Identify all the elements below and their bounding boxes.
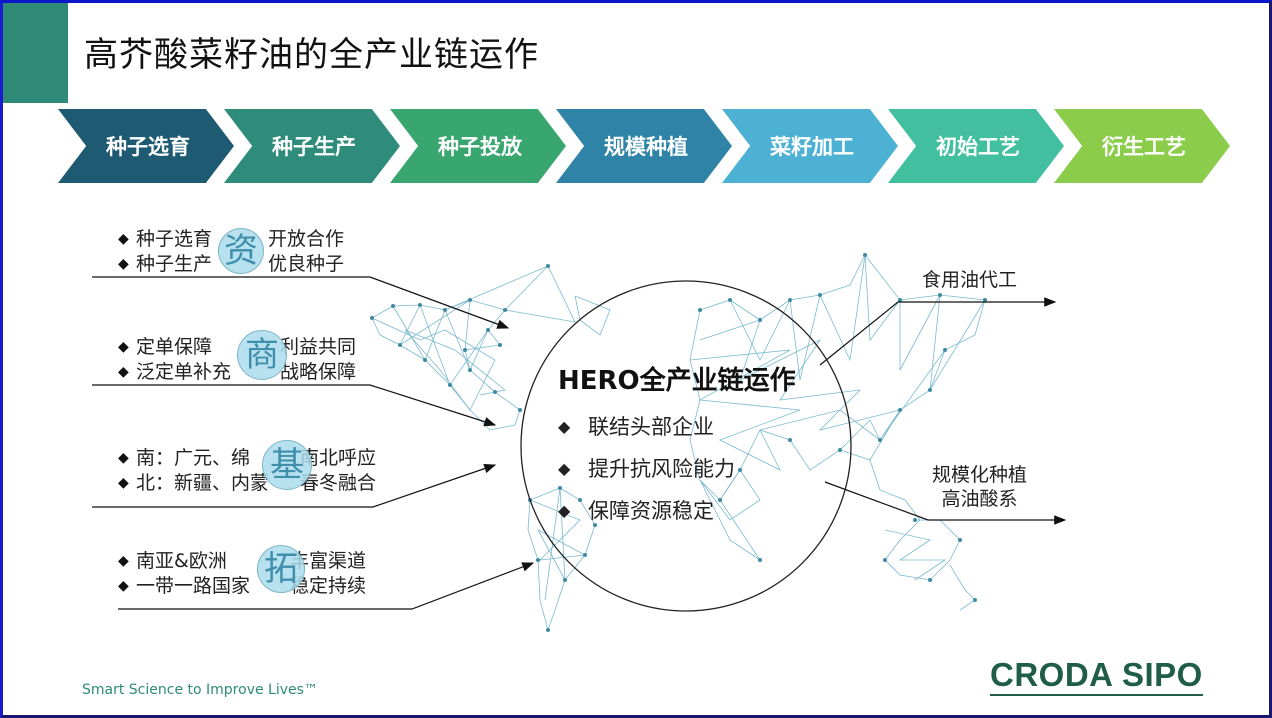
page-title: 高芥酸菜籽油的全产业链运作 [84, 35, 539, 75]
item-left-text: 泛定单补充 [136, 361, 232, 383]
list-item: ◆ 北：新疆、内蒙 春冬融合 [118, 471, 376, 496]
footer-tagline: Smart Science to Improve Lives™ [82, 682, 318, 698]
center-list-item: ◆ 保障资源稳定 [558, 489, 735, 531]
output-bottom-line2: 高油酸系 [941, 488, 1018, 510]
badge-base: 基 [262, 440, 312, 490]
badge-resource: 资 [218, 228, 264, 274]
output-bottom-label: 规模化种植 高油酸系 [932, 463, 1027, 511]
item-right-text: 战略保障 [280, 361, 357, 383]
item-right-text: 春冬融合 [300, 472, 377, 494]
item-left-text: 一带一路国家 [136, 575, 251, 597]
title-accent-bar [2, 2, 68, 103]
item-left-text: 南：广元、绵 [136, 447, 251, 469]
chain-step-1: 种子选育 [58, 109, 234, 183]
center-list: ◆ 联结头部企业 ◆ 提升抗风险能力 ◆ 保障资源稳定 [558, 405, 735, 531]
center-list-item: ◆ 提升抗风险能力 [558, 447, 735, 489]
item-right-text: 利益共同 [280, 336, 357, 358]
item-right-text: 优良种子 [268, 253, 345, 275]
bullet-diamond-icon: ◆ [118, 231, 129, 247]
chain-step-4: 规模种植 [556, 109, 732, 183]
center-item-text: 联结头部企业 [588, 415, 714, 439]
bullet-diamond-icon: ◆ [118, 475, 129, 491]
bullet-diamond-icon: ◆ [118, 450, 129, 466]
badge-expansion: 拓 [257, 545, 305, 593]
bullet-diamond-icon: ◆ [118, 364, 129, 380]
chain-step-label: 规模种植 [604, 135, 688, 159]
badge-business: 商 [237, 330, 287, 380]
center-list-item: ◆ 联结头部企业 [558, 405, 735, 447]
bullet-diamond-icon: ◆ [558, 458, 571, 478]
item-left-text: 种子生产 [136, 253, 213, 275]
chain-step-label: 衍生工艺 [1102, 135, 1186, 159]
item-left-text: 定单保障 [136, 336, 213, 358]
business-group: ◆ 定单保障 利益共同 ◆ 泛定单补充 战略保障 [118, 335, 356, 385]
list-item: ◆ 泛定单补充 战略保障 [118, 360, 356, 385]
list-item: ◆ 南亚&欧洲 丰富渠道 [118, 549, 366, 574]
item-left-text: 种子选育 [136, 228, 213, 250]
item-right-text: 开放合作 [268, 228, 345, 250]
center-item-text: 提升抗风险能力 [588, 457, 735, 481]
list-item: ◆ 南：广元、绵 南北呼应 [118, 446, 376, 471]
company-logo: CRODA SIPO [990, 656, 1203, 696]
chain-step-label: 种子投放 [438, 135, 522, 159]
chain-step-3: 种子投放 [390, 109, 566, 183]
bullet-diamond-icon: ◆ [558, 500, 571, 520]
list-item: ◆ 一带一路国家 稳定持续 [118, 574, 366, 599]
list-item: ◆ 种子选育 开放合作 [118, 227, 344, 252]
bullet-diamond-icon: ◆ [118, 553, 129, 569]
bullet-diamond-icon: ◆ [118, 339, 129, 355]
output-top-label: 食用油代工 [922, 269, 1018, 291]
list-item: ◆ 定单保障 利益共同 [118, 335, 356, 360]
chain-step-6: 初始工艺 [888, 109, 1064, 183]
bullet-diamond-icon: ◆ [118, 256, 129, 272]
output-bottom-line1: 规模化种植 [932, 464, 1028, 486]
item-left-text: 北：新疆、内蒙 [136, 472, 270, 494]
chain-step-label: 初始工艺 [936, 135, 1020, 159]
process-chain: 种子选育 种子生产 种子投放 规模种植 菜籽加工 初始工艺 衍生工艺 [58, 109, 1238, 183]
item-right-text: 南北呼应 [300, 447, 377, 469]
bullet-diamond-icon: ◆ [558, 416, 571, 436]
item-right-text: 稳定持续 [290, 575, 367, 597]
item-left-text: 南亚&欧洲 [136, 550, 227, 572]
chain-step-5: 菜籽加工 [722, 109, 898, 183]
chain-step-2: 种子生产 [224, 109, 400, 183]
chain-step-7: 衍生工艺 [1054, 109, 1230, 183]
base-group: ◆ 南：广元、绵 南北呼应 ◆ 北：新疆、内蒙 春冬融合 [118, 446, 376, 496]
chain-step-label: 种子选育 [106, 135, 190, 159]
bullet-diamond-icon: ◆ [118, 578, 129, 594]
resource-group: ◆ 种子选育 开放合作 ◆ 种子生产 优良种子 [118, 227, 344, 277]
center-item-text: 保障资源稳定 [588, 499, 714, 523]
chain-step-label: 菜籽加工 [770, 135, 854, 159]
item-right-text: 丰富渠道 [290, 550, 367, 572]
chain-step-label: 种子生产 [272, 135, 356, 159]
expansion-group: ◆ 南亚&欧洲 丰富渠道 ◆ 一带一路国家 稳定持续 [118, 549, 366, 599]
center-title: HERO全产业链运作 [558, 366, 796, 396]
list-item: ◆ 种子生产 优良种子 [118, 252, 344, 277]
